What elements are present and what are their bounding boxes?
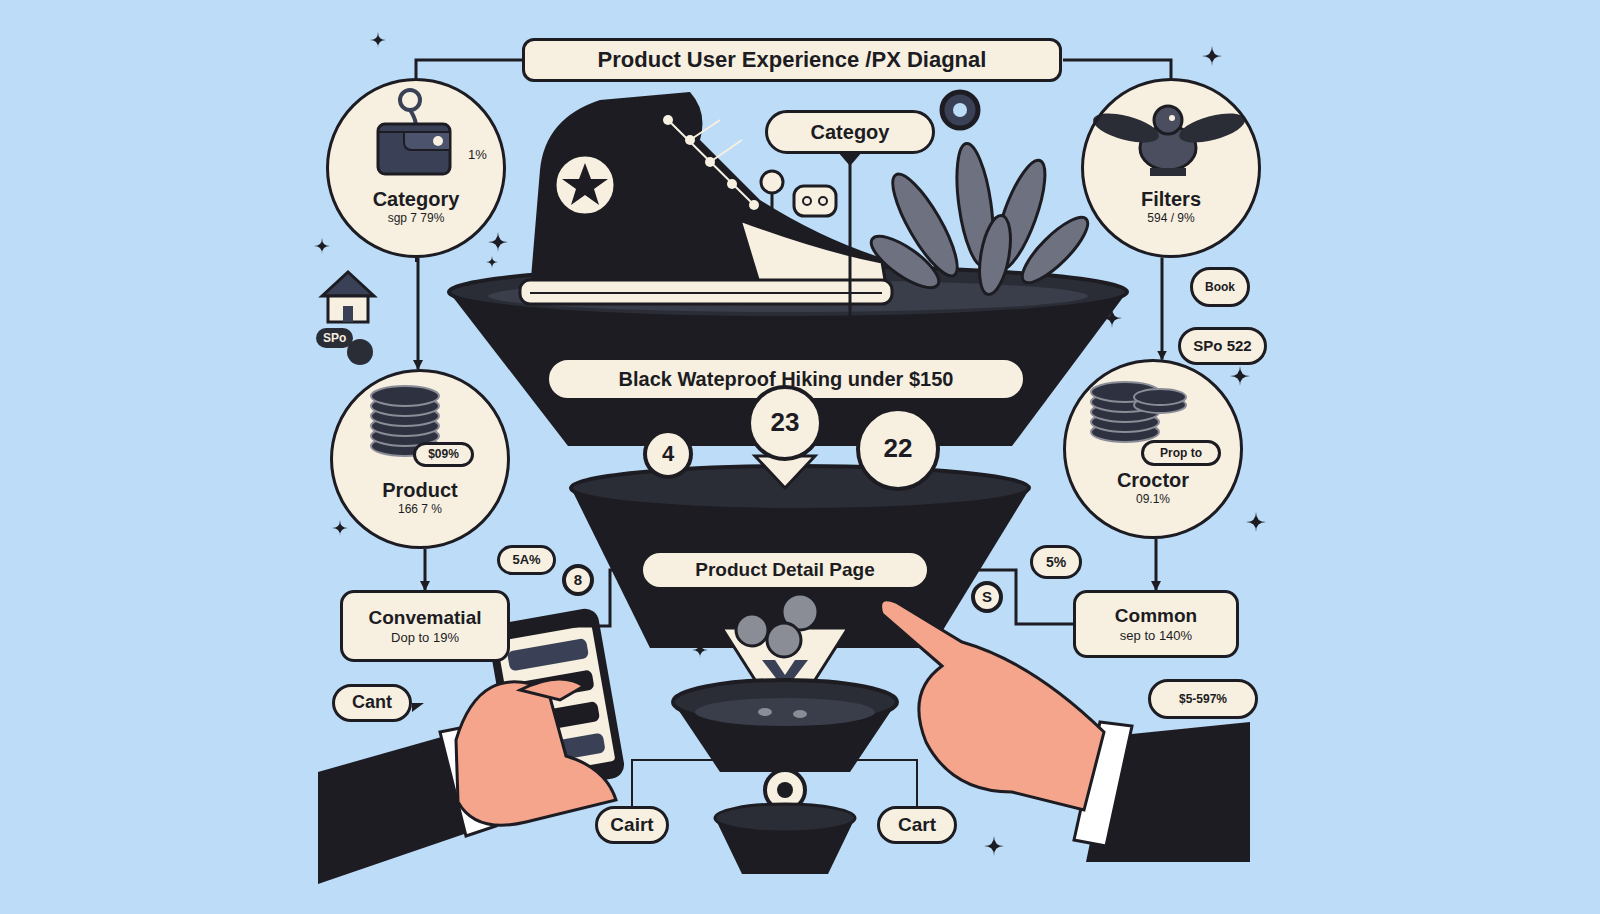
node-heading: 4	[662, 441, 674, 467]
step-badge: 23	[747, 385, 823, 461]
diagram-title: Product User Experience /PX Diagnal	[598, 47, 987, 73]
flow-connector	[1161, 258, 1164, 360]
node-heading: Prop to	[1160, 446, 1202, 460]
book-callout: Book	[1190, 267, 1250, 307]
step-badge: 4	[643, 429, 693, 479]
node-subtext: 594 / 9%	[1147, 211, 1194, 225]
insight-box: Commonsep to 140%	[1073, 590, 1239, 658]
product-circle: Product166 7 % $09%	[330, 369, 510, 549]
percent-callout: 5A%	[497, 545, 556, 575]
node-heading: S	[982, 588, 992, 606]
node-heading: 5A%	[512, 552, 540, 568]
node-heading: Common	[1115, 605, 1197, 628]
node-subtext: sgp 7 79%	[388, 211, 445, 225]
node-heading: Cairt	[610, 814, 653, 837]
category-bubble: Categoy	[765, 110, 935, 154]
price-tag: $5-597%	[1148, 679, 1258, 719]
node-heading: Category	[373, 187, 460, 211]
node-subtext: Dop to 19%	[391, 630, 459, 646]
node-heading: 23	[771, 407, 800, 438]
cart-callout: Cant	[332, 684, 412, 722]
step-badge: 8	[562, 564, 594, 596]
node-heading: Product	[382, 478, 458, 502]
node-heading: SPo 522	[1193, 337, 1251, 355]
node-subtext: 09.1%	[1136, 492, 1170, 506]
flow-connector	[424, 549, 427, 590]
flow-connector	[417, 258, 420, 369]
price-tag: $09%	[413, 442, 474, 467]
filters-circle: Filters594 / 9%	[1081, 78, 1261, 258]
drop-tag: Prop to	[1141, 440, 1221, 466]
funnel-stage-band: Product Detail Page	[640, 550, 930, 590]
node-heading: Book	[1205, 280, 1235, 294]
cart-label: Cart	[877, 806, 957, 844]
flow-connector	[1155, 539, 1158, 590]
node-heading: 22	[884, 433, 913, 464]
cart-label: Cairt	[595, 806, 669, 844]
node-heading: Cant	[352, 692, 392, 714]
flow-connector	[849, 154, 852, 357]
node-subtext: 166 7 %	[398, 502, 442, 516]
node-heading: $5-597%	[1179, 692, 1227, 706]
node-heading: Croctor	[1117, 468, 1189, 492]
stat-tag: SPo 522	[1178, 327, 1267, 365]
insight-box: ConvematialDop to 19%	[340, 590, 510, 662]
node-subtext: sep to 140%	[1120, 628, 1192, 644]
node-heading: Product Detail Page	[695, 559, 875, 582]
node-heading: 8	[574, 571, 582, 589]
node-heading: Filters	[1141, 187, 1201, 211]
node-heading: $09%	[428, 447, 459, 461]
croctor-circle: Croctor09.1% Prop to	[1063, 359, 1243, 539]
node-heading: Categoy	[811, 120, 890, 144]
flow-connector	[510, 570, 640, 626]
node-heading: 5%	[1046, 554, 1066, 571]
step-badge: S	[971, 581, 1003, 613]
node-heading: Cart	[898, 814, 936, 837]
percent-callout: 5%	[1030, 545, 1082, 579]
callout-label: 1%	[468, 147, 487, 163]
node-heading: Convematial	[369, 607, 482, 630]
category-circle: Categorysgp 7 79%	[326, 78, 506, 258]
step-badge: 22	[856, 407, 940, 491]
callout-label: SPo	[316, 328, 353, 348]
title-box: Product User Experience /PX Diagnal	[522, 38, 1062, 82]
